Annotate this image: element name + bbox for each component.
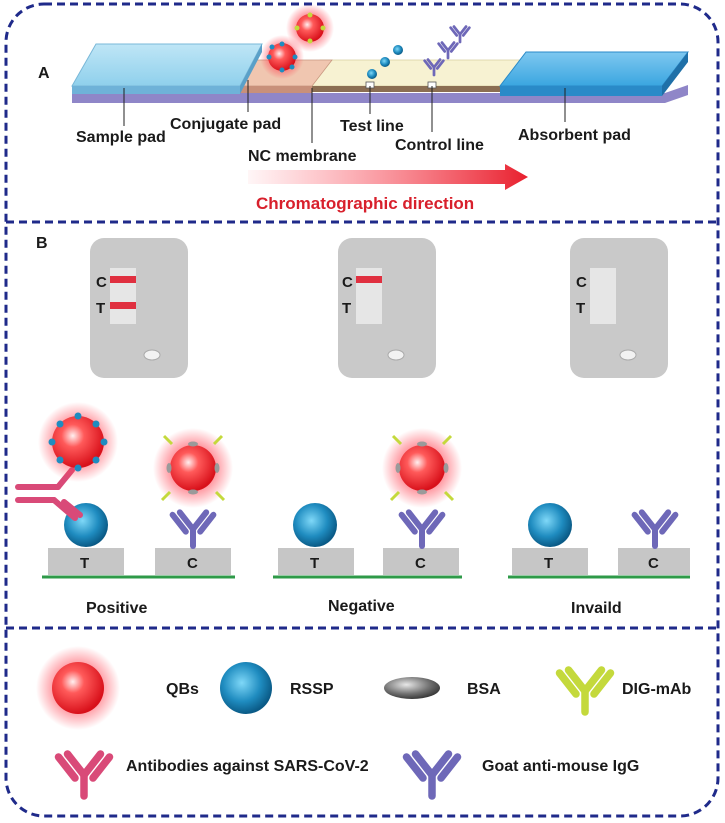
sample-pad-side [240,44,262,94]
test-line-rssp [393,45,403,55]
dig-mab-coating [389,434,455,502]
sample-well [387,349,405,361]
strip-qb-conjugate-lower [260,35,304,79]
bsa-particle [384,677,440,699]
mark-t: T [342,300,351,317]
t-block-label: T [544,555,553,572]
mark-c: C [342,274,353,291]
result-negative: Negative [328,598,395,615]
mark-c: C [96,274,107,291]
legend-sars-label: Antibodies against SARS-CoV-2 [126,758,369,775]
absorbent-pad-edge [500,86,662,96]
legend-rssp: RSSP [220,662,334,714]
negative-assay: T C [273,428,462,579]
result-invalid: Invaild [571,600,622,617]
mark-t: T [96,300,105,317]
goat-igg-antibody [635,512,676,546]
cassette-invalid: C T [570,238,668,378]
sample-well [619,349,637,361]
qb-particle [52,662,104,714]
panel-label-a: A [38,65,50,82]
mark-t: T [576,300,585,317]
goat-igg-antibody [402,512,443,546]
panel-label-b: B [36,235,48,252]
t-block [278,548,354,575]
c-line [356,276,382,283]
legend-goat-igg: Goat anti-mouse IgG [407,754,639,796]
nc-membrane-edge [300,86,530,92]
legend: QBs RSSP BSA DIG-mAb Antibodies against … [36,646,692,796]
rssp-particle [220,662,272,714]
c-block-label: C [415,555,426,572]
cassette-window [590,268,616,324]
sars-antibody-icon [59,754,110,796]
c-line [110,276,136,283]
test-line-rssp [380,57,390,67]
legend-bsa: BSA [384,677,501,699]
cassette-negative: C T [338,238,436,378]
mark-c: C [576,274,587,291]
leader-lines [123,80,566,143]
t-block [512,548,588,575]
dig-mab-icon [560,670,611,712]
sample-pad [71,43,263,87]
result-positive: Positive [86,600,147,617]
legend-qbs-label: QBs [166,681,199,698]
label-test-line: Test line [340,118,404,135]
control-line-antibody [449,25,471,44]
legend-rssp-label: RSSP [290,681,334,698]
sample-pad-edge [72,86,240,94]
conjugate-pad-edge [232,86,312,93]
legend-sars-antibody: Antibodies against SARS-CoV-2 [59,754,369,796]
t-block-label: T [80,555,89,572]
invalid-assay: T C [508,503,690,579]
sample-well [143,349,161,361]
qb-particle [399,445,445,491]
qb-particle [52,416,104,468]
c-block-label: C [187,555,198,572]
t-block [48,548,124,575]
c-block [155,548,231,575]
absorbent-pad [498,51,690,87]
label-control-line: Control line [395,137,484,154]
bsa-coating [395,441,449,495]
control-line-antibody [437,41,459,60]
outer-frame [4,2,720,818]
label-sample-pad: Sample pad [76,129,166,146]
rssp-particle [293,503,337,547]
positive-assay: T C [15,402,235,579]
c-block [383,548,459,575]
strip-backing [72,85,688,103]
goat-igg-icon [407,754,458,796]
direction-arrow [248,164,528,190]
t-line [110,302,136,309]
c-block-label: C [648,555,659,572]
strip-qb-conjugate-upper [286,4,334,52]
bsa-coating [166,441,220,495]
legend-dig-mab-label: DIG-mAb [622,681,692,698]
dig-mab-coating [160,434,226,502]
test-line-rssp [367,69,377,79]
rssp-particle [528,503,572,547]
legend-bsa-label: BSA [467,681,501,698]
qb-particle [170,445,216,491]
label-nc-membrane: NC membrane [248,148,357,165]
c-block [618,548,690,575]
t-block-label: T [310,555,319,572]
absorbent-pad-side [662,52,688,96]
goat-igg-antibody [173,512,214,546]
qb-rssp-coating [48,412,108,472]
lateral-flow-strip [71,25,690,103]
direction-label: Chromatographic direction [256,194,474,213]
label-conjugate-pad: Conjugate pad [170,116,281,133]
label-absorbent-pad: Absorbent pad [518,127,631,144]
legend-goat-label: Goat anti-mouse IgG [482,758,639,775]
legend-dig-mab: DIG-mAb [560,670,692,712]
legend-qbs: QBs [36,646,199,730]
cassette-positive: C T [90,238,188,378]
